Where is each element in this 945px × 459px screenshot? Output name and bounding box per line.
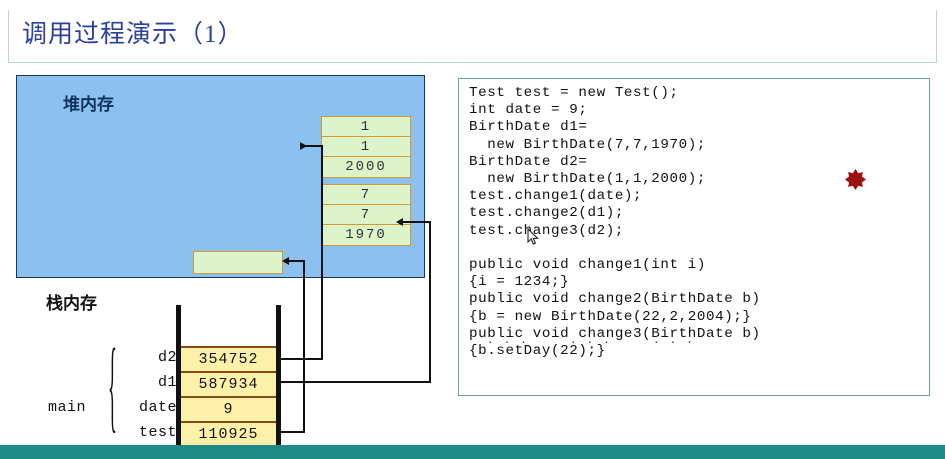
heap-object-d1: 7 7 1970 bbox=[321, 184, 411, 246]
wire-test-vertical bbox=[303, 260, 305, 433]
heap-object-test bbox=[193, 251, 283, 274]
wire-d2-vertical bbox=[321, 145, 323, 359]
heap-object-d1-cell: 7 bbox=[322, 185, 410, 205]
wire-d1-horizontal bbox=[277, 381, 431, 383]
frame-left-rule bbox=[8, 10, 9, 62]
page-title: 调用过程演示（1） bbox=[22, 21, 244, 48]
stack-row-date-name: date bbox=[138, 399, 177, 416]
stack-row-d1-name: d1 bbox=[157, 374, 177, 391]
code-listing: Test test = new Test(); int date = 9; Bi… bbox=[469, 85, 761, 360]
wire-d1-top-horizontal bbox=[402, 221, 431, 223]
frame-bottom-rule bbox=[8, 62, 937, 63]
arrow-into-heap-object-d2 bbox=[300, 142, 307, 150]
stack-wall-right bbox=[276, 305, 281, 446]
wire-test-top-horizontal bbox=[288, 260, 305, 262]
wire-d2-top-horizontal bbox=[301, 145, 323, 147]
heap-object-test-cell bbox=[194, 252, 282, 273]
arrow-into-heap-object-d1 bbox=[396, 218, 403, 226]
code-panel: Test test = new Test(); int date = 9; Bi… bbox=[458, 78, 930, 396]
heap-memory-panel: 堆内存 1 1 2000 7 7 1970 bbox=[16, 75, 425, 278]
code-ellipsis-row: ... ... ... bbox=[487, 335, 703, 347]
heap-object-d1-cell: 7 bbox=[322, 205, 410, 225]
stack-row-d2-name: d2 bbox=[157, 349, 177, 366]
heap-memory-label: 堆内存 bbox=[63, 95, 114, 114]
wire-test-horizontal bbox=[277, 431, 305, 433]
heap-object-d2: 1 1 2000 bbox=[321, 116, 411, 178]
stack-row-date: date 9 bbox=[139, 396, 276, 421]
footer-bar bbox=[0, 445, 945, 459]
stack-wall-left bbox=[176, 305, 181, 446]
mouse-cursor-icon bbox=[527, 228, 539, 245]
wire-d1-vertical bbox=[429, 221, 431, 383]
stack-row-d1-value: 587934 bbox=[181, 371, 276, 396]
red-burst-marker-icon bbox=[845, 169, 866, 190]
wire-d2-horizontal bbox=[277, 358, 323, 360]
heap-object-d2-cell: 1 bbox=[322, 137, 410, 157]
stack-row-d2-value: 354752 bbox=[181, 346, 276, 371]
heap-object-d1-cell: 1970 bbox=[345, 227, 387, 243]
stack-row-test-value: 110925 bbox=[181, 421, 276, 446]
stack-row-test: test 110925 bbox=[139, 421, 276, 446]
heap-object-d2-cell: 2000 bbox=[345, 159, 387, 175]
stack-memory-label: 栈内存 bbox=[46, 294, 97, 313]
stack-row-test-name: test bbox=[138, 424, 177, 441]
heap-object-d2-cell: 1 bbox=[322, 117, 410, 137]
stack-row-date-value: 9 bbox=[181, 396, 276, 421]
main-frame-brace: { bbox=[108, 336, 117, 445]
main-frame-label: main bbox=[48, 399, 87, 416]
stack-row-d1: d1 587934 bbox=[158, 371, 276, 396]
frame-right-rule bbox=[936, 10, 937, 62]
stack-row-d2: d2 354752 bbox=[158, 346, 276, 371]
arrow-into-heap-object-test bbox=[282, 257, 289, 265]
